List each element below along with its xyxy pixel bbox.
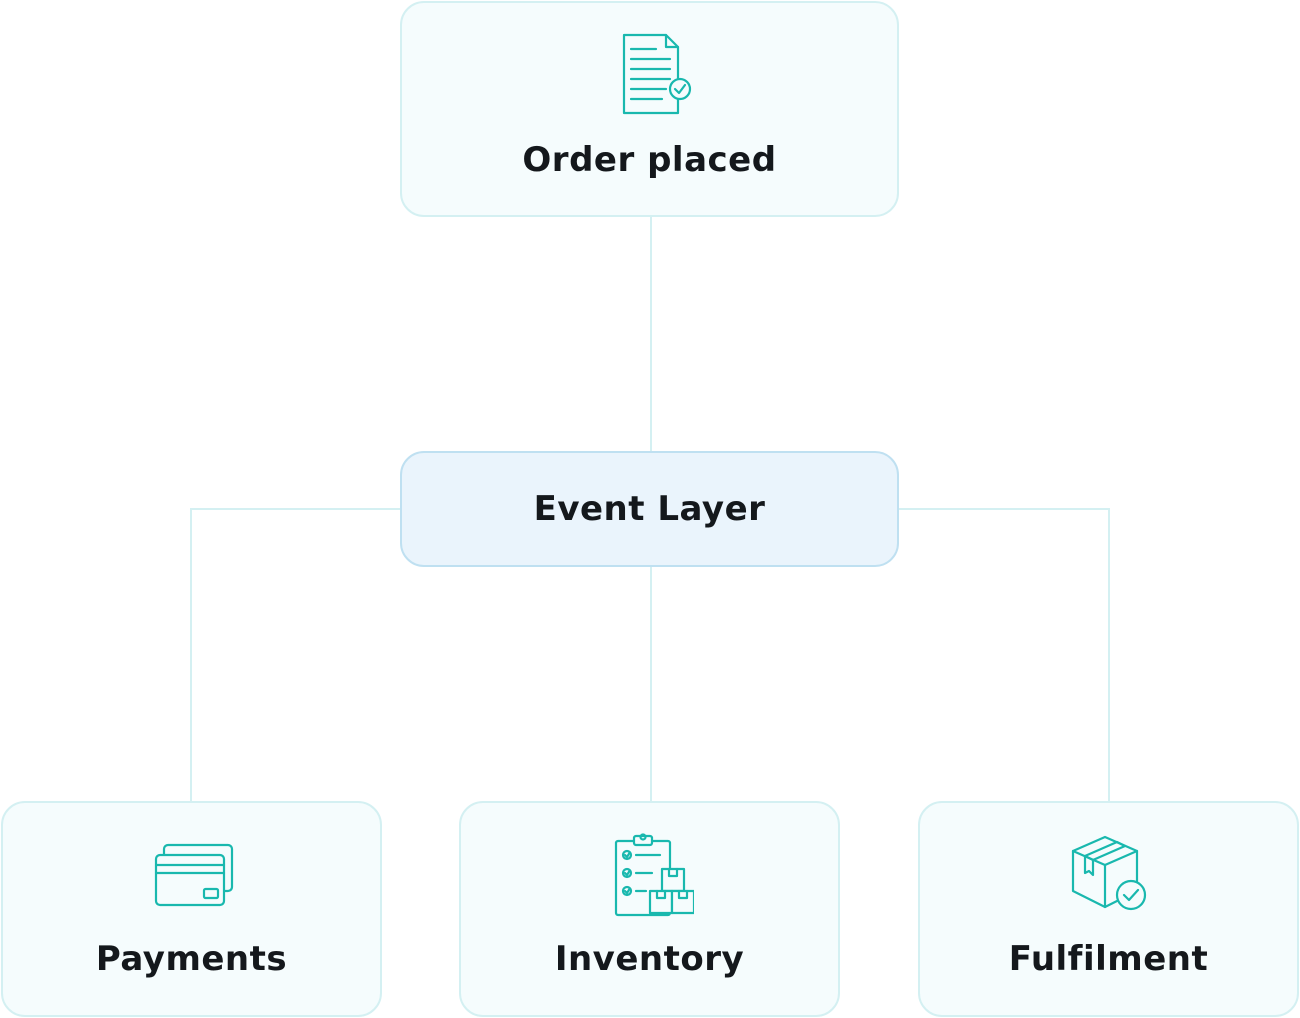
inventory-node: Inventory bbox=[459, 801, 840, 1017]
inventory-label: Inventory bbox=[554, 939, 745, 979]
document-check-icon bbox=[606, 31, 694, 119]
credit-card-icon bbox=[148, 831, 236, 919]
order-placed-label: Order placed bbox=[522, 140, 777, 180]
connector-event-to-fulfilment bbox=[899, 508, 1110, 801]
fulfilment-node: Fulfilment bbox=[918, 801, 1299, 1017]
payments-label: Payments bbox=[95, 939, 288, 979]
event-layer-node: Event Layer bbox=[400, 451, 899, 567]
clipboard-boxes-icon bbox=[606, 831, 694, 919]
package-check-icon bbox=[1065, 831, 1153, 919]
event-layer-label: Event Layer bbox=[533, 489, 766, 529]
fulfilment-label: Fulfilment bbox=[1008, 939, 1209, 979]
connector-event-to-payments bbox=[190, 508, 400, 801]
order-placed-node: Order placed bbox=[400, 1, 899, 217]
payments-node: Payments bbox=[1, 801, 382, 1017]
